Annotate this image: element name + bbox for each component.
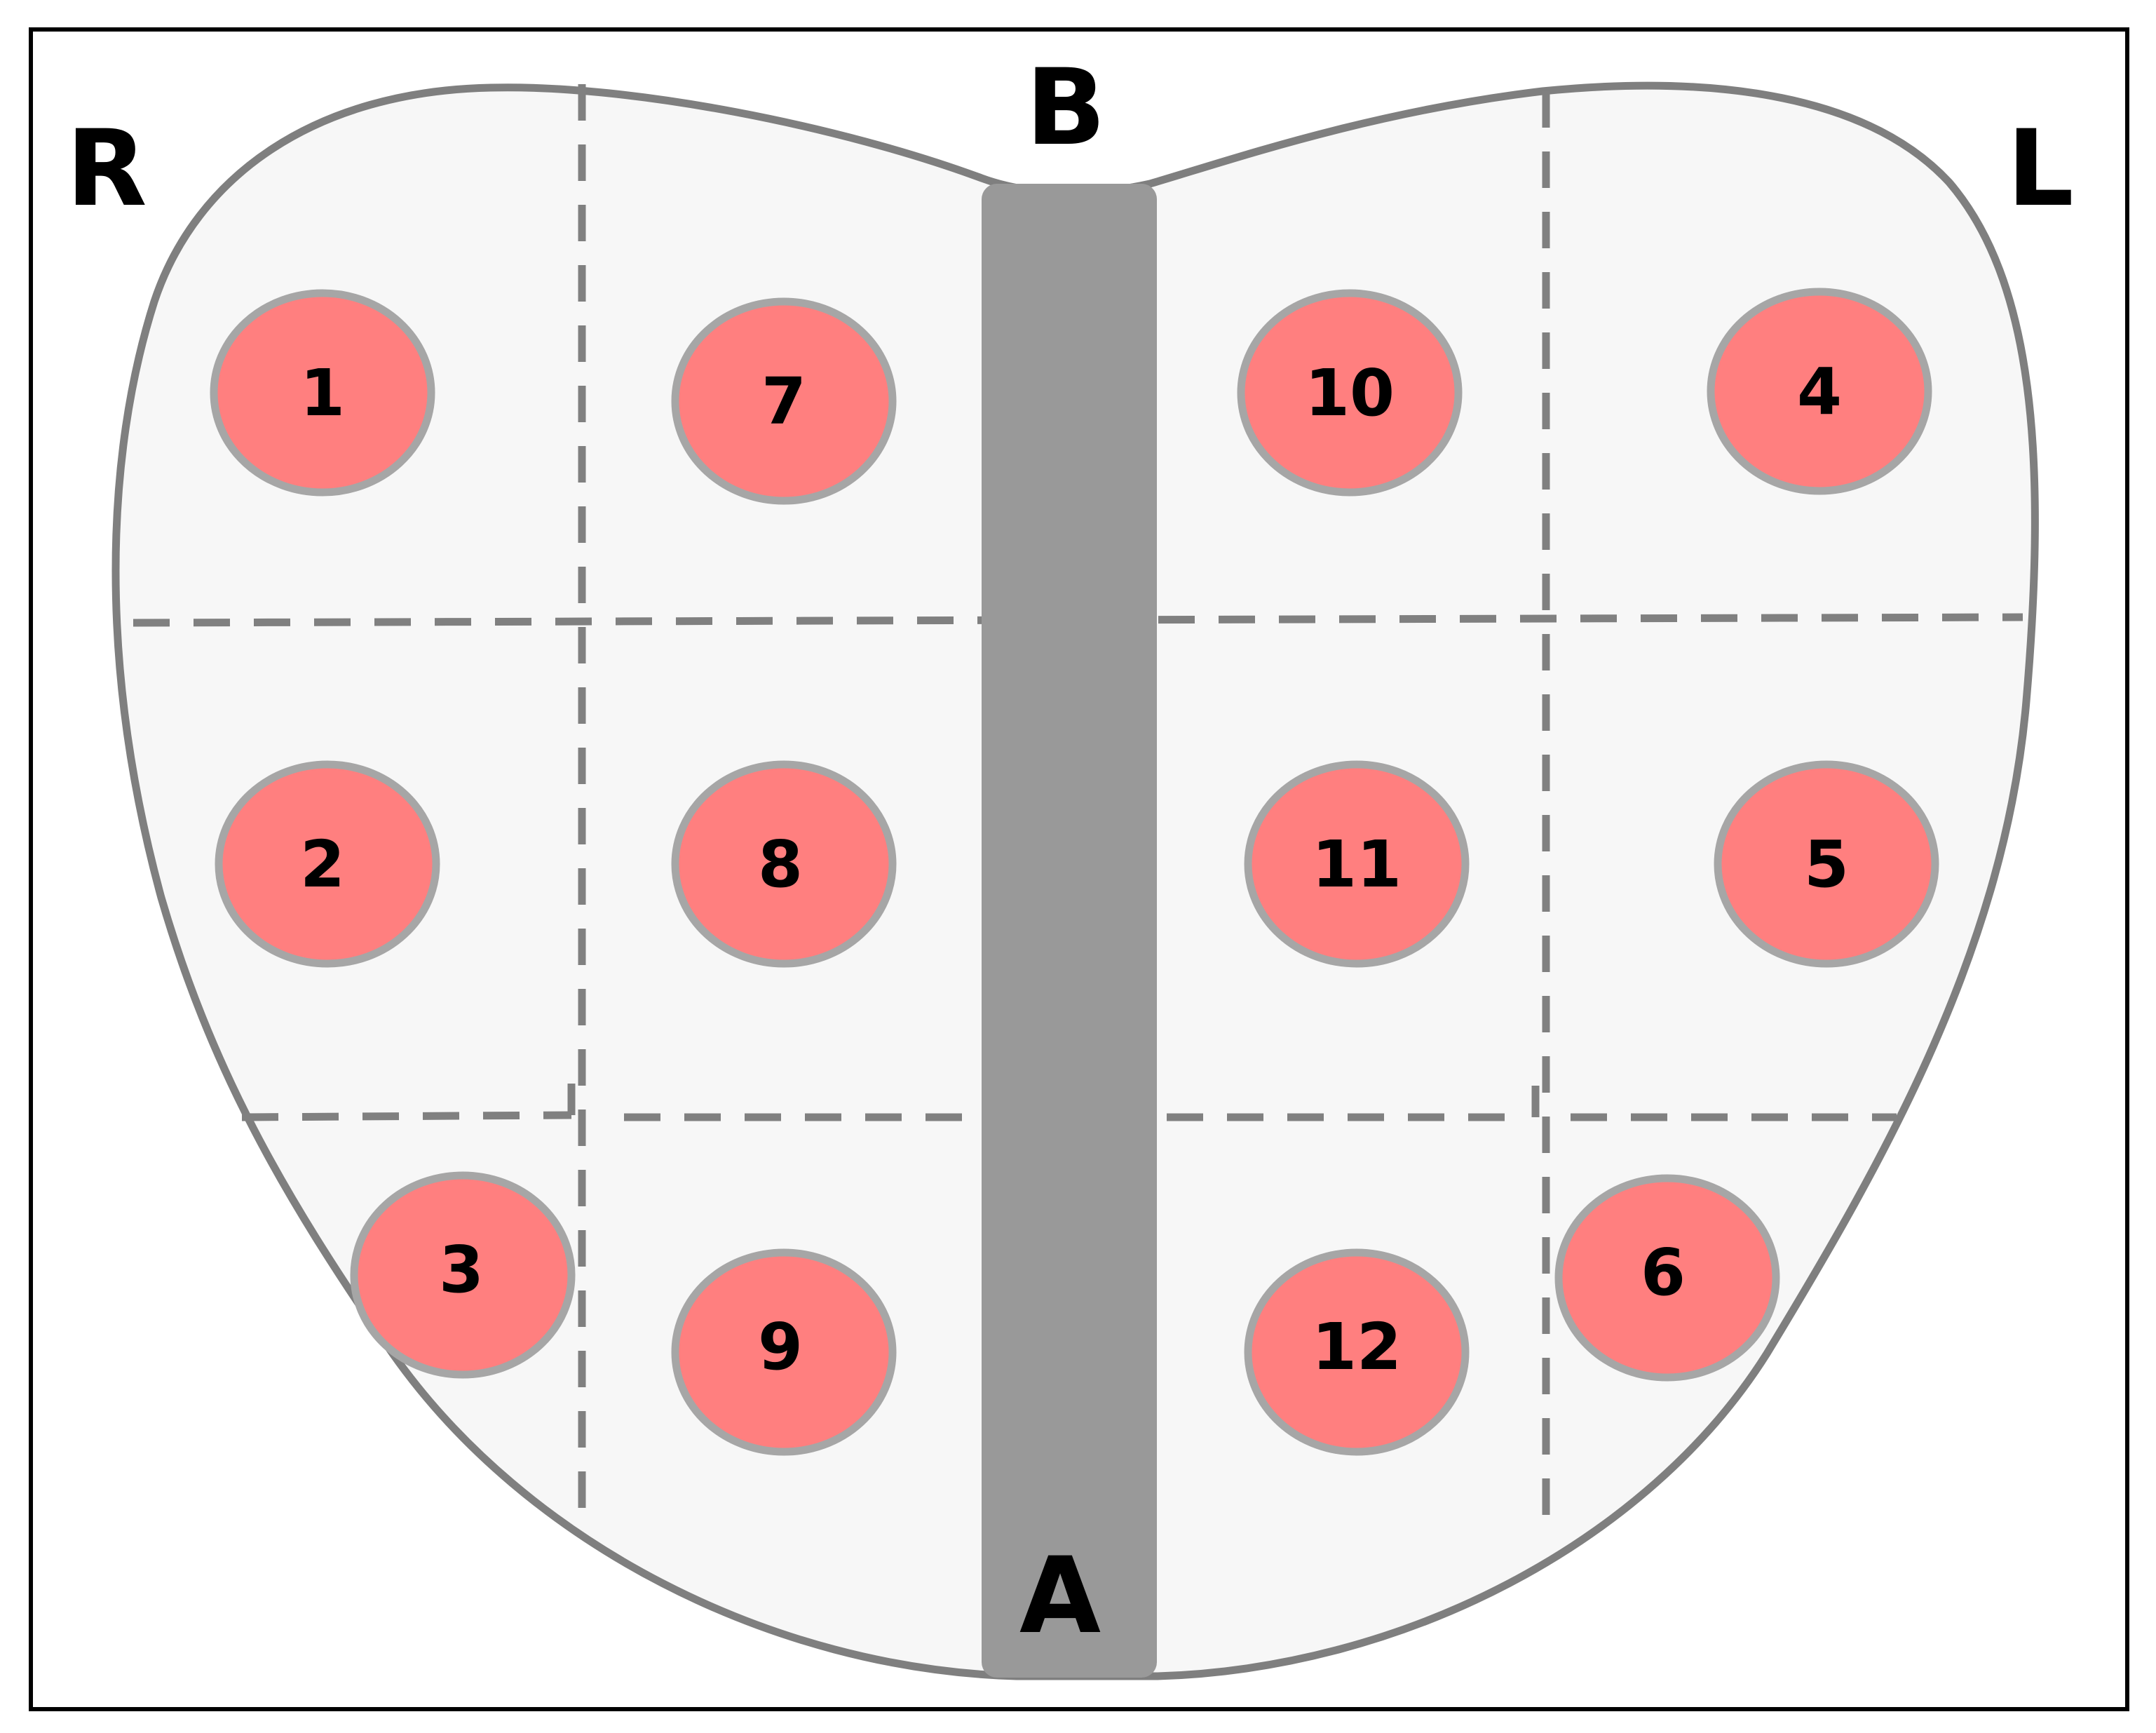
spot-12: 12	[1244, 1248, 1470, 1456]
spot-label: 10	[1305, 356, 1395, 431]
spot-7: 7	[671, 297, 897, 505]
spot-3: 3	[350, 1171, 576, 1379]
label-base: B	[1026, 47, 1106, 169]
spot-label: 1	[300, 356, 345, 431]
spot-label: 5	[1804, 827, 1849, 902]
spot-label: 4	[1797, 354, 1842, 429]
spot-label: 3	[439, 1232, 484, 1307]
label-right: R	[66, 108, 147, 230]
septum-band	[982, 184, 1157, 1678]
spot-2: 2	[215, 760, 440, 968]
spot-11: 11	[1244, 760, 1470, 968]
spot-10: 10	[1237, 289, 1463, 497]
spot-label: 12	[1312, 1309, 1402, 1384]
spot-label: 8	[758, 827, 803, 902]
spot-1: 1	[210, 289, 435, 497]
label-left: L	[2007, 108, 2074, 230]
spot-9: 9	[671, 1248, 897, 1456]
grid-line-horizontal-lower-right	[241, 1111, 572, 1121]
spot-label: 2	[300, 827, 345, 902]
spot-label: 6	[1641, 1235, 1686, 1310]
spot-5: 5	[1714, 760, 1939, 968]
spot-6: 6	[1554, 1174, 1780, 1382]
spot-8: 8	[671, 760, 897, 968]
label-apex: A	[1019, 1535, 1101, 1657]
spot-label: 7	[761, 364, 806, 439]
spot-label: 9	[758, 1309, 803, 1384]
spot-4: 4	[1707, 288, 1932, 495]
grid-line-horizontal-upper	[133, 613, 2023, 627]
spot-label: 11	[1312, 827, 1402, 902]
